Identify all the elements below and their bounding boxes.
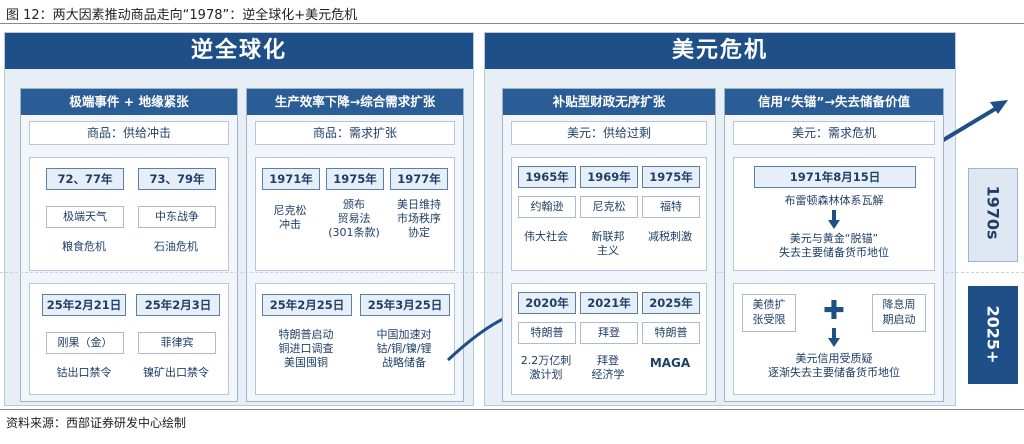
event-text: 特朗普启动 铜进口调查 美国囤铜 xyxy=(278,328,334,369)
policy-text: 2.2万亿刺 激计划 xyxy=(520,354,572,381)
event-text: 美日维持 市场秩序 协定 xyxy=(397,198,441,239)
policy-text: 伟大社会 xyxy=(524,230,568,243)
panel-demand-expansion: 生产效率下降→综合需求扩张 商品：需求扩张 1971年 1975年 1977年 … xyxy=(246,88,464,402)
event-text: 美元与黄金“脱锚” 失去主要储备货币地位 xyxy=(779,232,889,259)
panel-credit-unanchored: 信用“失锚”→失去储备价值 美元：需求危机 1971年8月15日 布雷顿森林体系… xyxy=(724,88,944,402)
demand-2025-group: 25年2月25日 25年3月25日 特朗普启动 铜进口调查 美国囤铜 中国加速对… xyxy=(255,283,455,395)
credit-1970s-group: 1971年8月15日 布雷顿森林体系瓦解 美元与黄金“脱锚” 失去主要储备货币地… xyxy=(733,157,935,271)
panel-demand-expansion-subtitle: 商品：需求扩张 xyxy=(255,121,455,145)
cause-box: 美债扩 张受限 xyxy=(742,294,796,332)
panel-credit-unanchored-subtitle: 美元：需求危机 xyxy=(733,121,935,145)
cause-box: 降息周 期启动 xyxy=(872,294,926,332)
policy-text: 新联邦 主义 xyxy=(591,230,625,257)
panel-demand-expansion-title: 生产效率下降→综合需求扩张 xyxy=(247,89,463,115)
date-box: 2020年 xyxy=(518,292,576,314)
era-tab-1970s: 1970s xyxy=(968,168,1018,262)
figure-title: 图 12：两大因素推动商品走向“1978”：逆全球化+美元危机 xyxy=(6,8,358,23)
date-box: 1965年 xyxy=(518,166,576,188)
panel-fiscal-expansion: 补贴型财政无序扩张 美元：供给过剩 1965年 1969年 1975年 约翰逊 … xyxy=(502,88,716,402)
panel-extreme-events-subtitle: 商品：供给冲击 xyxy=(29,121,229,145)
date-box: 72、77年 xyxy=(46,168,124,190)
policy-text: 拜登 经济学 xyxy=(591,354,625,381)
president-box: 拜登 xyxy=(580,322,638,344)
date-box: 25年2月25日 xyxy=(262,294,352,316)
extreme-events-1970s-group: 72、77年 73、79年 极端天气 中东战争 粮食危机 石油危机 xyxy=(29,157,229,271)
date-box: 1975年 xyxy=(642,166,700,188)
source-note: 资料来源：西部证券研发中心绘制 xyxy=(6,416,187,430)
era-tab-2025: 2025+ xyxy=(968,286,1018,384)
down-arrow-icon xyxy=(828,338,840,347)
credit-2025-group: 美债扩 张受限 ✚ 降息周 期启动 美元信用受质疑 逐渐失去主要储备货币地位 xyxy=(733,283,935,395)
date-box: 25年2月3日 xyxy=(136,294,220,316)
event-text: 钴出口禁令 xyxy=(56,366,112,379)
plus-icon: ✚ xyxy=(823,296,845,326)
event-box: 中东战争 xyxy=(138,206,216,228)
event-text: 粮食危机 xyxy=(62,240,106,253)
event-text: 镍矿出口禁令 xyxy=(143,366,209,379)
title-rule xyxy=(0,23,1024,24)
event-text: 颁布 贸易法 (301条款) xyxy=(328,198,380,239)
policy-text: 减税刺激 xyxy=(648,230,692,243)
date-box: 2025年 xyxy=(642,292,700,314)
down-arrow-icon xyxy=(828,220,840,229)
date-box: 25年2月21日 xyxy=(42,294,126,316)
demand-1970s-group: 1971年 1975年 1977年 尼克松 冲击 颁布 贸易法 (301条款) … xyxy=(255,157,455,271)
era-label: 2025+ xyxy=(983,305,1003,364)
event-box: 极端天气 xyxy=(46,206,124,228)
dollar-crisis-header: 美元危机 xyxy=(485,33,955,69)
panel-extreme-events-title: 极端事件 + 地缘紧张 xyxy=(21,89,237,115)
date-box: 1975年 xyxy=(326,168,384,190)
date-box: 25年3月25日 xyxy=(360,294,450,316)
deglobalization-header: 逆全球化 xyxy=(5,33,473,69)
president-box: 尼克松 xyxy=(580,196,638,218)
date-box: 1971年 xyxy=(262,168,320,190)
date-box: 1971年8月15日 xyxy=(754,166,916,188)
date-box: 1977年 xyxy=(390,168,448,190)
fiscal-2025-group: 2020年 2021年 2025年 特朗普 拜登 特朗普 2.2万亿刺 激计划 … xyxy=(511,283,707,395)
president-box: 特朗普 xyxy=(642,322,700,344)
event-box: 菲律宾 xyxy=(138,332,216,354)
panel-credit-unanchored-title: 信用“失锚”→失去储备价值 xyxy=(725,89,943,115)
event-text: 中国加速对 钴/铜/镍/锂 战略储备 xyxy=(376,328,432,369)
source-rule xyxy=(0,409,1024,410)
event-text: 石油危机 xyxy=(154,240,198,253)
panel-fiscal-expansion-subtitle: 美元：供给过剩 xyxy=(511,121,707,145)
event-box: 刚果（金） xyxy=(46,332,124,354)
down-arrow-icon xyxy=(832,328,836,338)
era-label: 1970s xyxy=(983,185,1003,240)
date-box: 73、79年 xyxy=(138,168,216,190)
panel-extreme-events: 极端事件 + 地缘紧张 商品：供给冲击 72、77年 73、79年 极端天气 中… xyxy=(20,88,238,402)
event-text: 美元信用受质疑 逐渐失去主要储备货币地位 xyxy=(768,352,900,379)
event-text: 尼克松 冲击 xyxy=(273,204,307,231)
date-box: 1969年 xyxy=(580,166,638,188)
president-box: 约翰逊 xyxy=(518,196,576,218)
president-box: 福特 xyxy=(642,196,700,218)
panel-fiscal-expansion-title: 补贴型财政无序扩张 xyxy=(503,89,715,115)
date-box: 2021年 xyxy=(580,292,638,314)
president-box: 特朗普 xyxy=(518,322,576,344)
event-text: 布雷顿森林体系瓦解 xyxy=(784,194,884,207)
extreme-events-2025-group: 25年2月21日 25年2月3日 刚果（金） 菲律宾 钴出口禁令 镍矿出口禁令 xyxy=(29,283,229,395)
policy-text: MAGA xyxy=(649,356,691,370)
down-arrow-icon xyxy=(832,210,836,220)
fiscal-1970s-group: 1965年 1969年 1975年 约翰逊 尼克松 福特 伟大社会 新联邦 主义… xyxy=(511,157,707,271)
